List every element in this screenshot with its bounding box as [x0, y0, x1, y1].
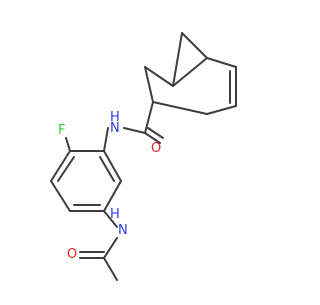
bond	[65, 137, 71, 152]
bond	[50, 180, 71, 212]
acetamide-nh-h-label: H	[110, 207, 120, 222]
bond	[144, 101, 154, 134]
bond	[144, 66, 174, 87]
bond	[50, 150, 71, 182]
bond	[144, 66, 154, 103]
bond	[123, 127, 146, 134]
structure-canvas: F H N O H N O	[50, 32, 237, 281]
bond	[103, 127, 109, 152]
bond	[172, 57, 208, 87]
bond	[152, 101, 208, 115]
bond	[57, 156, 75, 182]
bond	[99, 156, 115, 182]
bond	[103, 257, 118, 281]
bond-group	[50, 32, 237, 281]
bond	[103, 180, 122, 212]
bond	[181, 32, 208, 59]
bond	[103, 210, 118, 228]
acetamide-n-label: N	[118, 223, 128, 238]
amide-o-label: O	[151, 141, 161, 156]
amide-nh-h-label: H	[110, 110, 120, 125]
bond	[144, 132, 161, 144]
bond	[172, 32, 183, 87]
bond	[147, 127, 164, 139]
amide-n-label: N	[110, 121, 120, 136]
fluorine-label: F	[58, 123, 65, 138]
acetamide-o-label: O	[67, 247, 77, 262]
atom-label-group: F H N O H N O	[58, 110, 161, 262]
bond	[206, 57, 237, 68]
bond	[103, 237, 118, 259]
molecule-diagram: F H N O H N O	[50, 32, 237, 281]
bond	[103, 150, 122, 182]
bond	[206, 105, 237, 115]
